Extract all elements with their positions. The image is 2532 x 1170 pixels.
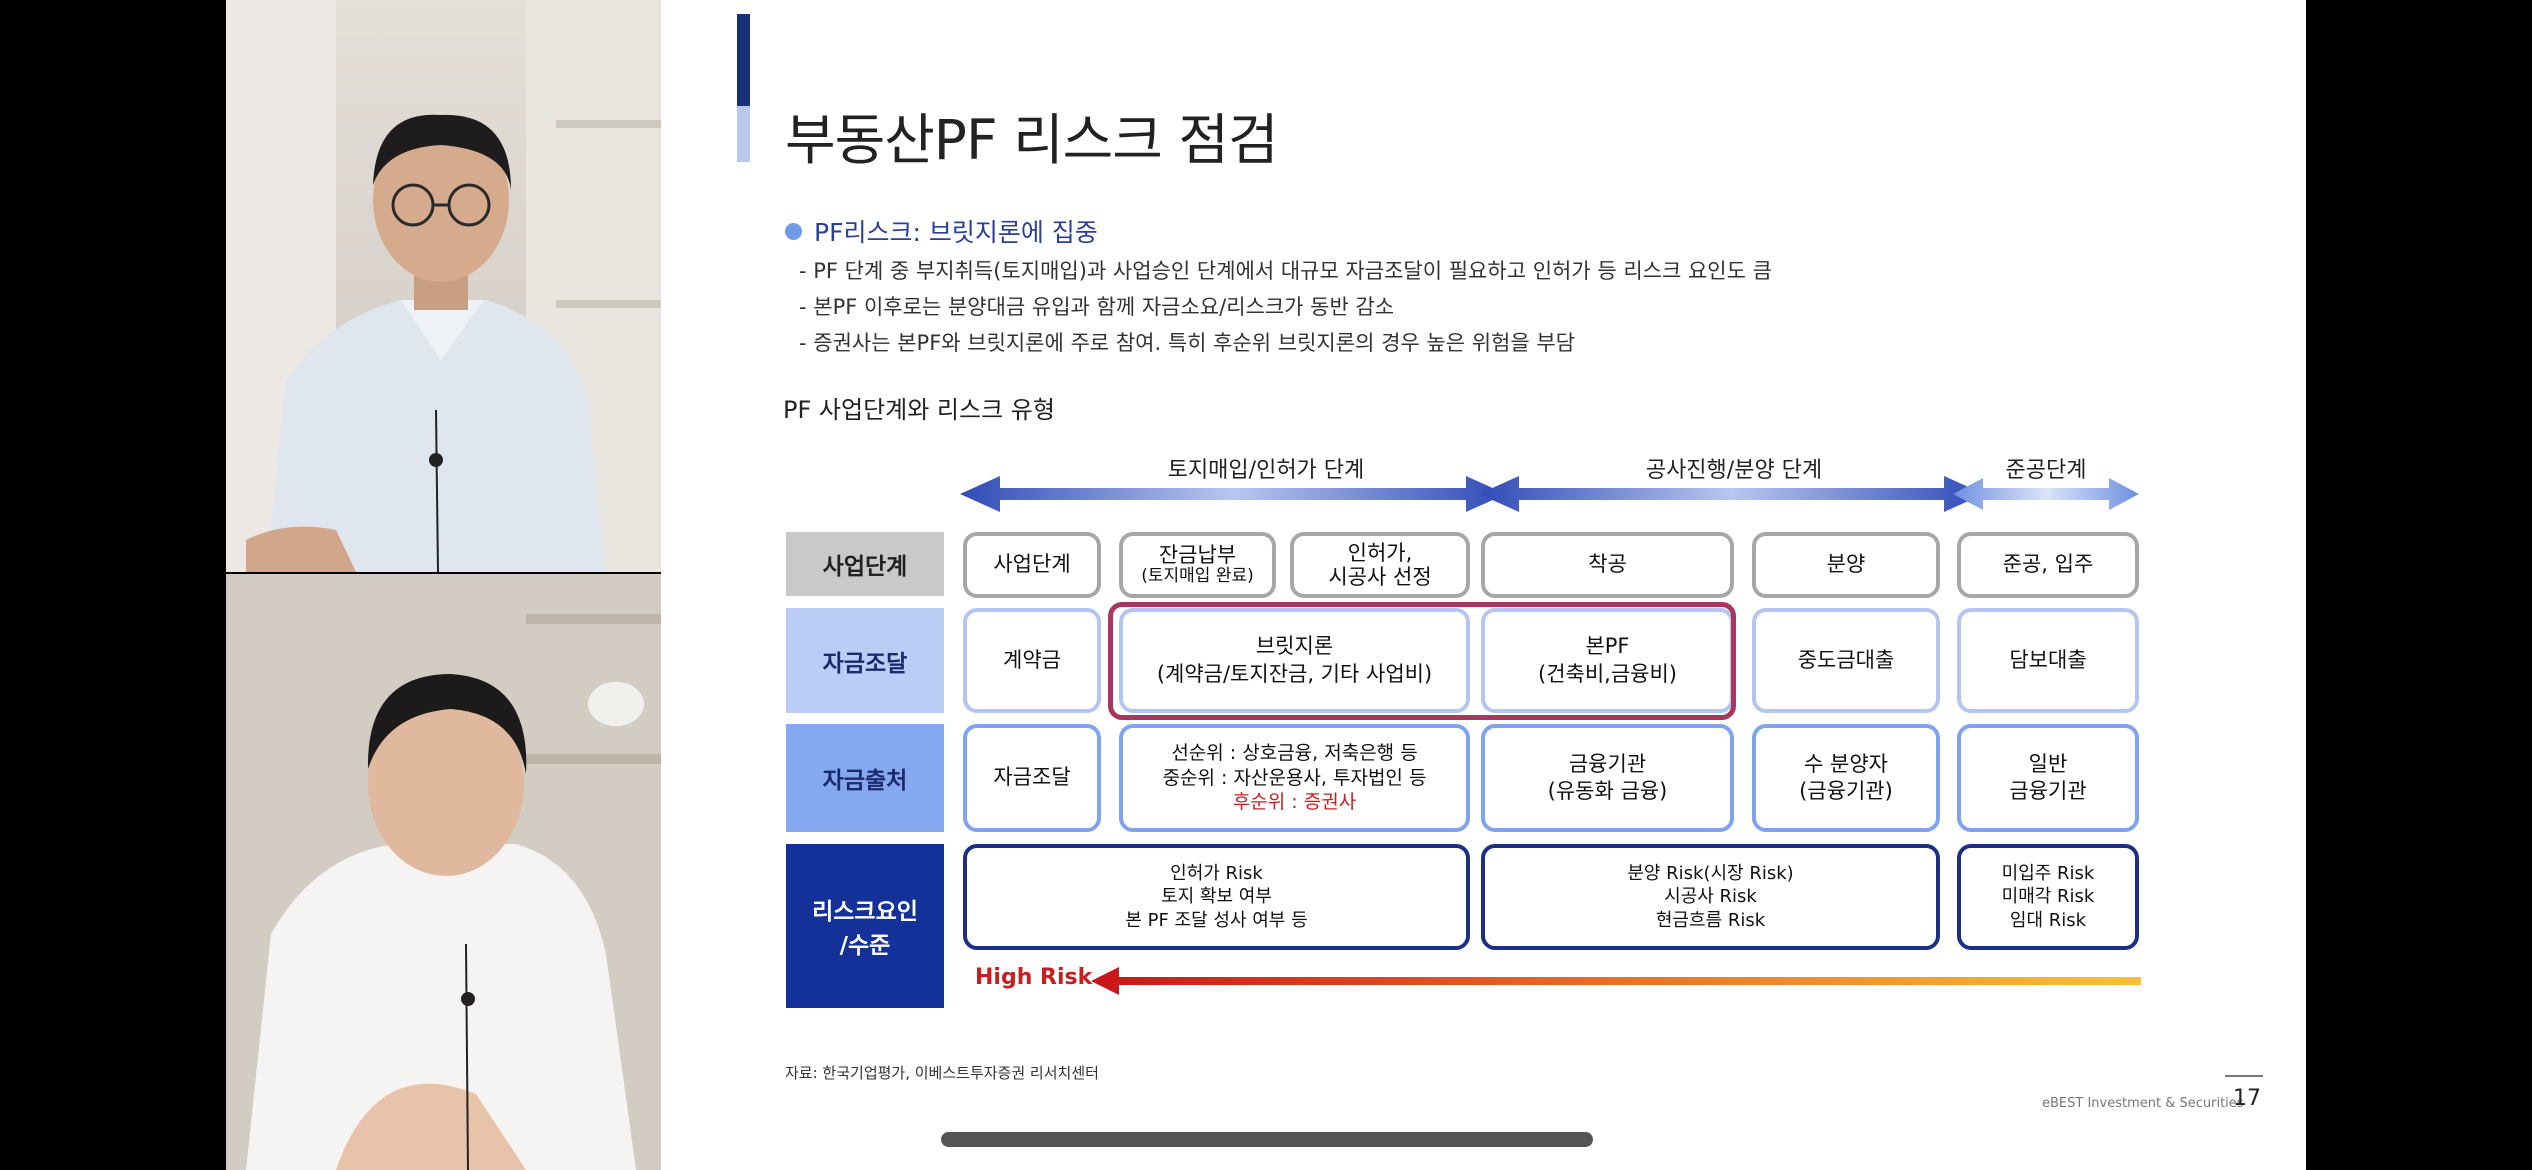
- buyers-line1: 수 분양자: [1804, 751, 1888, 776]
- page-number-rule: [2225, 1075, 2263, 1077]
- stage-land-label: 토지매입/인허가 단계: [1167, 458, 1365, 483]
- source-cell-funding: 자금조달: [963, 724, 1101, 832]
- row-head-risk-factor: 리스크요인 /수준: [786, 844, 944, 1008]
- bridge-loan-title: 브릿지론: [1255, 634, 1334, 659]
- funding-cell-interim-loan: 중도금대출: [1752, 608, 1940, 713]
- speaker-bottom-figure: [226, 574, 661, 1170]
- video-feed-bottom: [226, 574, 661, 1170]
- diagram-label: PF 사업단계와 리스크 유형: [783, 396, 1055, 424]
- tranche-junior: 후순위 : 증권사: [1232, 791, 1357, 814]
- bridge-loan-detail: (계약금/토지잔금, 기타 사업비): [1156, 661, 1433, 686]
- stage-arrow-land: [960, 476, 1506, 512]
- risk-land-2: 토지 확보 여부: [1161, 886, 1272, 908]
- main-pf-detail: (건축비,금융비): [1538, 661, 1677, 686]
- risk-land-3: 본 PF 조달 성사 여부 등: [1125, 909, 1308, 931]
- bullet-dot-icon: [785, 222, 802, 240]
- high-risk-label: High Risk: [975, 965, 1093, 990]
- funding-cell-main-pf: 본PF (건축비,금융비): [1481, 608, 1734, 713]
- fin-inst-line2: (유동화 금융): [1547, 779, 1668, 803]
- stage-completion-label: 준공단계: [2005, 458, 2087, 483]
- source-cell-tranches: 선순위 : 상호금융, 저축은행 등 중순위 : 자산운용사, 투자법인 등 후…: [1119, 724, 1470, 832]
- stage-cell-completion: 준공, 입주: [1957, 532, 2139, 598]
- stage-cell-balance-payment: 잔금납부 (토지매입 완료): [1119, 532, 1276, 598]
- video-feed-top: [226, 0, 661, 572]
- funding-cell-bridge-loan: 브릿지론 (계약금/토지잔금, 기타 사업비): [1119, 608, 1470, 713]
- stage-cell-business: 사업단계: [963, 532, 1101, 598]
- general-fin-line1: 일반: [2028, 751, 2068, 776]
- bullet-heading: PF리스크: 브릿지론에 집중: [785, 213, 1098, 249]
- source-note: 자료: 한국기업평가, 이베스트투자증권 리서치센터: [785, 1064, 1099, 1082]
- main-pf-title: 본PF: [1585, 634, 1630, 659]
- risk-gradient-arrow: [1091, 967, 2141, 995]
- risk-cell-construction: 분양 Risk(시장 Risk) 시공사 Risk 현금흐름 Risk: [1481, 844, 1940, 950]
- risk-land-1: 인허가 Risk: [1170, 862, 1263, 884]
- risk-cell-land: 인허가 Risk 토지 확보 여부 본 PF 조달 성사 여부 등: [963, 844, 1470, 950]
- brand-footer: eBEST Investment & Securities: [2042, 1096, 2244, 1111]
- stage-arrow-construction: [1479, 476, 1984, 512]
- tranche-senior: 선순위 : 상호금융, 저축은행 등: [1171, 741, 1418, 764]
- risk-construction-3: 현금흐름 Risk: [1655, 909, 1766, 931]
- stage-cell-balance-line1: 잔금납부: [1158, 543, 1237, 568]
- bullet-line-1: - PF 단계 중 부지취득(토지매입)과 사업승인 단계에서 대규모 자금조달…: [799, 259, 1772, 283]
- risk-cell-completion: 미입주 Risk 미매각 Risk 임대 Risk: [1957, 844, 2139, 950]
- stage-cell-permit-line2: 시공사 선정: [1328, 565, 1432, 589]
- stage-arrows: [960, 476, 2139, 512]
- stage-cell-construction-start: 착공: [1481, 532, 1734, 598]
- buyers-line2: (금융기관): [1799, 779, 1893, 803]
- bullet-heading-text: PF리스크: 브릿지론에 집중: [814, 218, 1098, 247]
- row-head-business-stage: 사업단계: [786, 532, 944, 596]
- source-cell-buyers: 수 분양자 (금융기관): [1752, 724, 1940, 832]
- general-fin-line2: 금융기관: [2009, 779, 2087, 803]
- funding-cell-mortgage-loan: 담보대출: [1957, 608, 2139, 713]
- risk-construction-1: 분양 Risk(시장 Risk): [1627, 862, 1794, 884]
- row-head-risk-line2: /수준: [839, 933, 891, 959]
- bullet-line-3: - 증권사는 본PF와 브릿지론에 주로 참여. 특히 후순위 브릿지론의 경우…: [799, 331, 1575, 355]
- risk-completion-3: 임대 Risk: [2009, 909, 2087, 931]
- risk-completion-1: 미입주 Risk: [2001, 862, 2095, 884]
- page-number: 17: [2233, 1086, 2261, 1111]
- bridge-mainpf-highlight: [1108, 602, 1736, 720]
- stage-cell-sale: 분양: [1752, 532, 1940, 598]
- row-head-risk-line1: 리스크요인: [812, 899, 918, 925]
- bullet-line-2: - 본PF 이후로는 분양대금 유입과 함께 자금소요/리스크가 동반 감소: [799, 295, 1395, 319]
- stage-cell-permit: 인허가, 시공사 선정: [1290, 532, 1470, 598]
- stage-arrow-completion: [1953, 478, 2139, 510]
- title-accent-bar: [737, 14, 750, 162]
- fin-inst-line1: 금융기관: [1568, 751, 1647, 776]
- risk-construction-2: 시공사 Risk: [1664, 886, 1757, 908]
- tranche-mezzanine: 중순위 : 자산운용사, 투자법인 등: [1162, 766, 1427, 789]
- speaker-top-figure: [226, 0, 661, 572]
- stage-cell-permit-line1: 인허가,: [1347, 540, 1413, 565]
- funding-cell-deposit: 계약금: [963, 608, 1101, 713]
- row-head-funding: 자금조달: [786, 608, 944, 713]
- stage-cell-balance-line2: (토지매입 완료): [1141, 566, 1254, 587]
- presentation-slide: 부동산PF 리스크 점검 PF리스크: 브릿지론에 집중 - PF 단계 중 부…: [661, 0, 2306, 1170]
- risk-completion-2: 미매각 Risk: [2001, 886, 2095, 908]
- source-cell-general-fin: 일반 금융기관: [1957, 724, 2139, 832]
- row-head-funding-source: 자금출처: [786, 724, 944, 832]
- horizontal-scrollbar[interactable]: [941, 1132, 1593, 1147]
- source-cell-financial-institution: 금융기관 (유동화 금융): [1481, 724, 1734, 832]
- slide-title: 부동산PF 리스크 점검: [785, 108, 1279, 172]
- stage-construction-label: 공사진행/분양 단계: [1645, 458, 1823, 483]
